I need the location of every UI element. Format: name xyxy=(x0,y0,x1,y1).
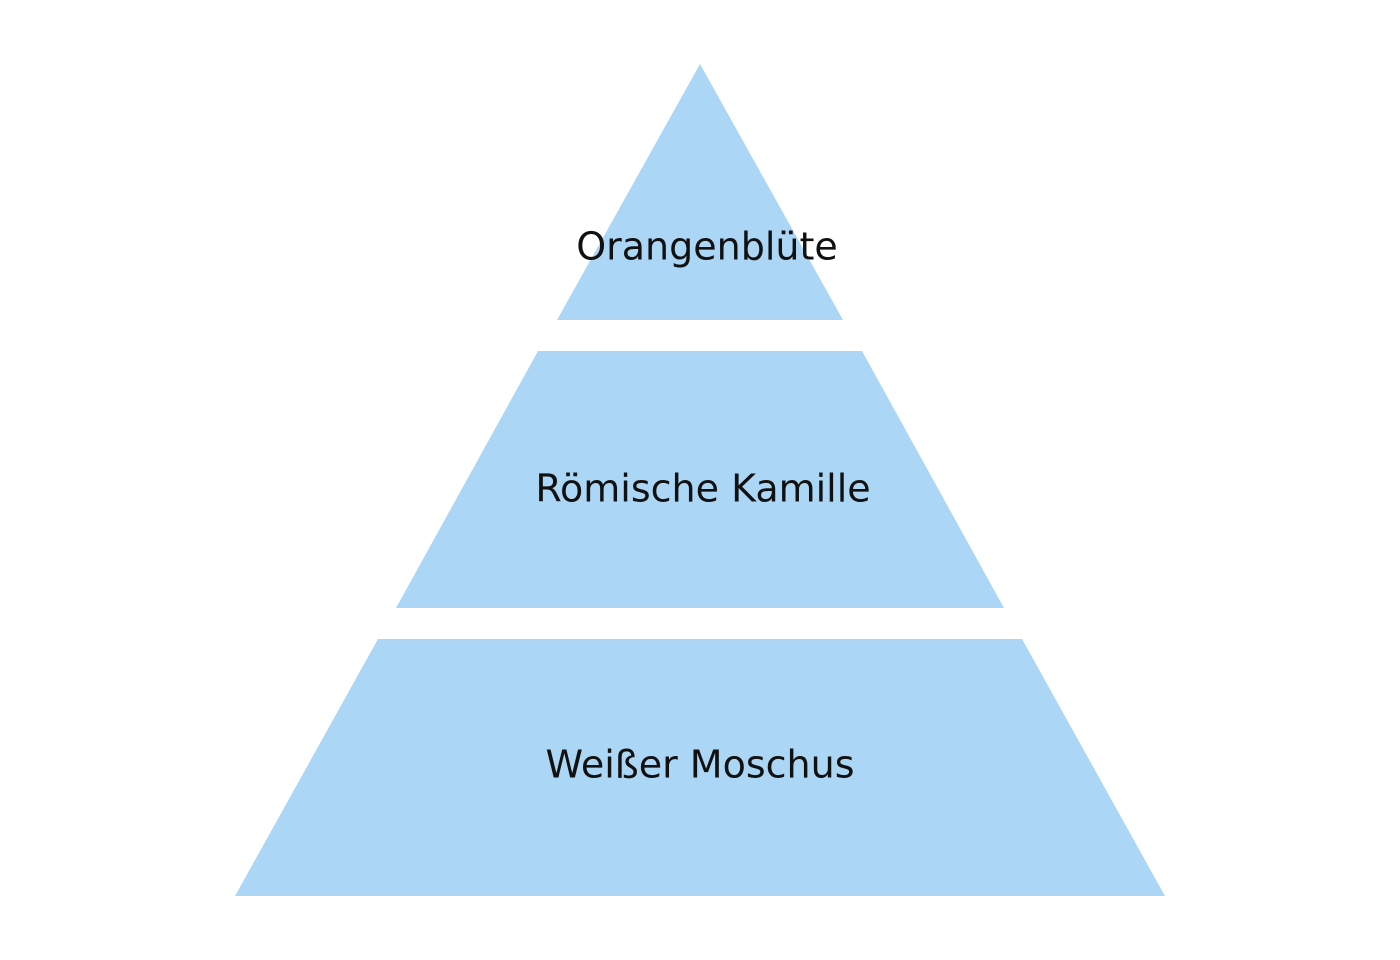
pyramid-tier-middle: Römische Kamille xyxy=(396,351,1004,608)
tier-bottom-label: Weißer Moschus xyxy=(546,743,855,787)
tier-top-shape xyxy=(557,64,843,320)
pyramid-tier-top: Orangenblüte xyxy=(557,64,843,320)
tier-middle-label: Römische Kamille xyxy=(535,467,870,511)
tier-top-label: Orangenblüte xyxy=(576,225,838,269)
tier-bottom-shape xyxy=(235,639,1165,896)
tier-middle-shape xyxy=(396,351,1004,608)
pyramid-tier-bottom: Weißer Moschus xyxy=(235,639,1165,896)
